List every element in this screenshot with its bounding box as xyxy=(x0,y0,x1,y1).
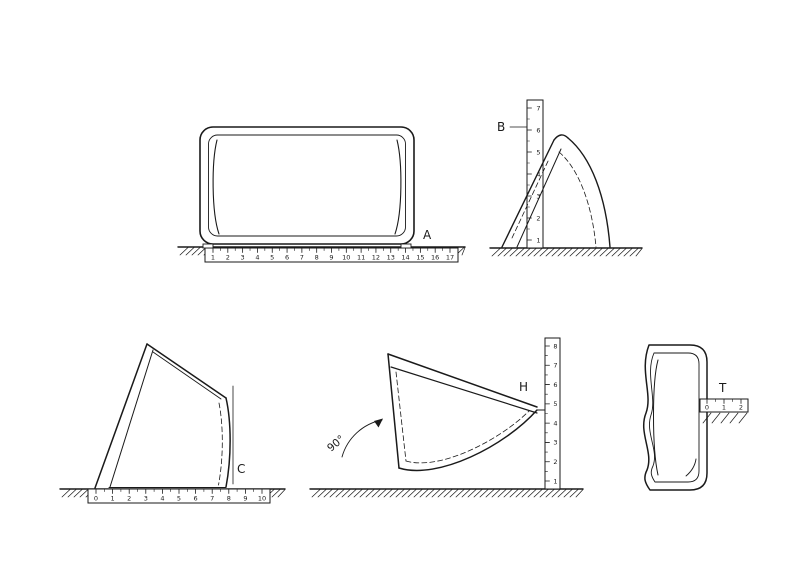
figure-t: 0 1 2 T xyxy=(642,344,749,491)
bucket-b-inner-dashed xyxy=(558,151,597,248)
svg-text:9: 9 xyxy=(243,495,247,503)
bucket-b-back-curve xyxy=(567,137,611,248)
svg-text:1: 1 xyxy=(722,404,726,412)
bucket-a-left-foot xyxy=(202,243,214,249)
svg-text:3: 3 xyxy=(553,439,557,447)
svg-text:12: 12 xyxy=(372,254,380,262)
svg-text:0: 0 xyxy=(94,495,98,503)
bucket-h-bottom-curve xyxy=(398,409,538,472)
bucket-a-outer-shell xyxy=(199,126,415,245)
svg-text:6: 6 xyxy=(285,254,289,262)
ruler-c: 0 1 2 3 4 5 6 7 8 9 10 xyxy=(87,488,271,504)
ruler-h: 8 7 6 5 4 3 2 1 xyxy=(544,337,561,490)
bucket-a-right-fold xyxy=(394,139,402,235)
bucket-h-left-edge xyxy=(387,353,400,469)
label-c: C xyxy=(237,462,245,476)
blade-c-left-edge xyxy=(94,343,148,489)
svg-text:5: 5 xyxy=(536,148,540,156)
shell-t-outer xyxy=(642,344,708,491)
ruler-t-section-hatch xyxy=(702,412,748,424)
svg-text:17: 17 xyxy=(446,254,454,262)
svg-text:1: 1 xyxy=(553,477,557,485)
svg-text:7: 7 xyxy=(300,254,304,262)
bucket-b-blade-edge xyxy=(501,139,555,248)
label-a: A xyxy=(423,228,432,242)
svg-text:13: 13 xyxy=(387,254,395,262)
blade-c-top-inner xyxy=(152,351,222,400)
svg-text:7: 7 xyxy=(553,362,557,370)
svg-text:3: 3 xyxy=(144,495,148,503)
svg-text:2: 2 xyxy=(536,214,540,222)
ground-h xyxy=(309,488,584,498)
svg-text:6: 6 xyxy=(536,126,540,134)
blade-c-left-inner xyxy=(109,349,154,488)
svg-text:8: 8 xyxy=(227,495,231,503)
blade-c-top-edge xyxy=(146,343,227,399)
svg-text:6: 6 xyxy=(553,381,557,389)
figure-c: 0 1 2 3 4 5 6 7 8 9 10 C xyxy=(59,343,286,504)
svg-text:7: 7 xyxy=(536,104,540,112)
svg-text:4: 4 xyxy=(160,495,164,503)
svg-text:9: 9 xyxy=(329,254,333,262)
label-t: T xyxy=(718,381,727,395)
blade-c-inner-dashed xyxy=(218,402,223,486)
svg-text:2: 2 xyxy=(739,404,743,412)
bucket-a-right-foot xyxy=(400,243,412,249)
angle-arc xyxy=(341,419,383,458)
label-b: B xyxy=(497,120,505,134)
svg-text:4: 4 xyxy=(536,170,540,178)
svg-text:5: 5 xyxy=(177,495,181,503)
svg-text:4: 4 xyxy=(255,254,259,262)
svg-text:2: 2 xyxy=(226,254,230,262)
shell-t-fold xyxy=(653,359,659,476)
bucket-h-left-dashed xyxy=(395,371,407,462)
bucket-a-inner-shell xyxy=(208,134,406,237)
shell-t-corner-fold xyxy=(685,458,697,477)
svg-text:11: 11 xyxy=(357,254,365,262)
svg-text:6: 6 xyxy=(194,495,198,503)
bucket-h-bottom-dashed xyxy=(405,410,530,464)
bucket-b-blade-inner xyxy=(516,148,562,248)
svg-text:0: 0 xyxy=(705,404,709,412)
svg-text:2: 2 xyxy=(553,458,557,466)
angle-arrowhead xyxy=(374,418,383,428)
bucket-b-top-cap xyxy=(553,134,569,141)
svg-text:4: 4 xyxy=(553,419,557,427)
bucket-h-beam-bottom xyxy=(390,366,538,414)
svg-text:15: 15 xyxy=(416,254,424,262)
svg-text:16: 16 xyxy=(431,254,439,262)
bucket-h-beam-top xyxy=(387,353,538,408)
svg-text:3: 3 xyxy=(241,254,245,262)
svg-text:3: 3 xyxy=(536,192,540,200)
svg-text:10: 10 xyxy=(342,254,350,262)
svg-text:5: 5 xyxy=(553,400,557,408)
svg-text:1: 1 xyxy=(111,495,115,503)
bucket-b-blade-dashed xyxy=(511,158,550,239)
svg-text:10: 10 xyxy=(258,495,266,503)
svg-text:1: 1 xyxy=(211,254,215,262)
label-h: H xyxy=(519,380,528,394)
svg-text:14: 14 xyxy=(401,254,409,262)
ruler-b: 7 6 5 4 3 2 1 xyxy=(526,99,544,249)
blade-c-right-curve xyxy=(225,397,231,488)
bucket-a-left-fold xyxy=(212,139,220,235)
shell-t-inner xyxy=(649,352,700,483)
svg-text:8: 8 xyxy=(315,254,319,262)
ruler-t: 0 1 2 xyxy=(699,398,749,413)
svg-text:1: 1 xyxy=(536,236,540,244)
svg-text:2: 2 xyxy=(127,495,131,503)
svg-text:8: 8 xyxy=(553,342,557,350)
svg-text:5: 5 xyxy=(270,254,274,262)
svg-text:7: 7 xyxy=(210,495,214,503)
figure-b: 7 6 5 4 3 2 1 B xyxy=(489,99,643,257)
ground-b xyxy=(489,247,643,257)
